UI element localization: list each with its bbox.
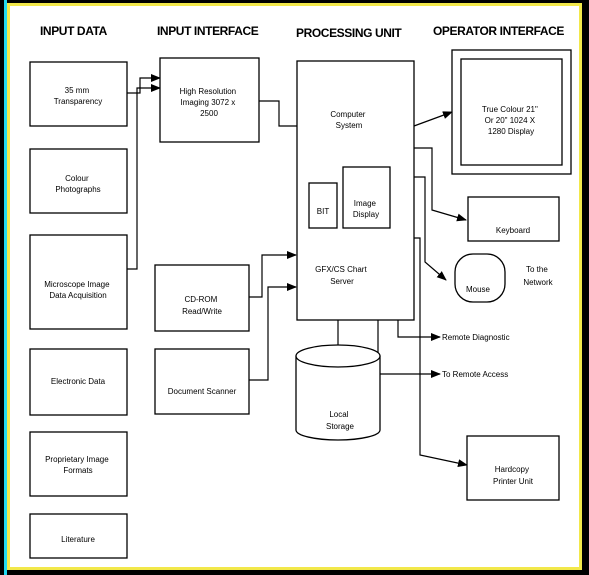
box-literature	[29, 513, 128, 559]
label-gfx-server: GFX/CS Chart Server	[315, 265, 369, 286]
line-cdrom-to-processing	[249, 251, 297, 298]
storage-cylinder-top	[295, 344, 381, 368]
label-cdrom: CD-ROM Read/Write	[182, 295, 222, 316]
input-data-column: 35 mm Transparency Colour Photographs Mi…	[29, 61, 128, 559]
label-microscope-image: Microscope Image Data Acquisition	[44, 280, 112, 300]
label-remote-access: To Remote Access	[442, 370, 508, 379]
line-to-remote-access	[377, 320, 441, 378]
label-bit: BIT	[317, 207, 330, 216]
box-cdrom	[154, 264, 250, 332]
operator-interface-column: True Colour 21" Or 20" 1024 X 1280 Displ…	[442, 49, 572, 501]
label-proprietary-formats: Proprietary Image Formats	[45, 455, 111, 475]
label-document-scanner: Document Scanner	[168, 387, 237, 396]
header-input-data: INPUT DATA	[40, 24, 108, 38]
box-keyboard	[467, 196, 560, 242]
box-high-resolution-imaging	[159, 57, 260, 143]
line-scanner-to-processing	[249, 283, 297, 381]
box-printer	[466, 435, 560, 501]
label-electronic-data: Electronic Data	[51, 377, 106, 386]
label-remote-diagnostic: Remote Diagnostic	[442, 333, 510, 342]
label-image-display: Image Display	[353, 199, 379, 219]
label-local-storage: Local Storage	[326, 410, 355, 431]
label-high-resolution-imaging: High Resolution Imaging 3072 x 2500	[180, 87, 239, 118]
line-to-monitor	[413, 111, 453, 127]
label-35mm-transparency: 35 mm Transparency	[54, 86, 103, 106]
processing-unit-column: Computer System BIT Image Display GFX/CS…	[295, 60, 415, 441]
line-to-keyboard	[414, 147, 467, 222]
box-document-scanner	[154, 348, 250, 415]
line-slide-to-imaging	[127, 74, 161, 94]
box-35mm-transparency	[29, 61, 128, 127]
line-to-remote-diagnostic	[397, 320, 441, 341]
box-mouse	[454, 253, 506, 303]
box-image-display	[342, 166, 391, 229]
box-monitor-screen	[460, 58, 563, 166]
label-literature: Literature	[61, 535, 95, 544]
line-microscope-to-imaging	[127, 84, 161, 270]
header-processing-unit: PROCESSING UNIT	[296, 26, 402, 40]
label-keyboard: Keyboard	[496, 226, 530, 235]
label-monitor: True Colour 21" Or 20" 1024 X 1280 Displ…	[482, 105, 540, 136]
box-electronic-data	[29, 348, 128, 416]
input-interface-column: High Resolution Imaging 3072 x 2500 CD-R…	[154, 57, 260, 415]
box-bit	[308, 182, 338, 229]
label-printer: Hardcopy Printer Unit	[493, 465, 534, 486]
left-edge-stripe	[4, 0, 7, 575]
storage-cylinder-body	[295, 356, 381, 441]
header-input-interface: INPUT INTERFACE	[157, 24, 259, 38]
label-mouse: Mouse	[466, 285, 491, 294]
header-operator-interface: OPERATOR INTERFACE	[433, 24, 564, 38]
label-to-the-network: To the Network	[523, 265, 553, 287]
box-colour-photographs	[29, 148, 128, 214]
label-computer-system: Computer System	[330, 110, 367, 130]
label-colour-photographs: Colour Photographs	[55, 174, 100, 194]
line-imaging-to-computer	[259, 100, 297, 127]
box-microscope-image	[29, 234, 128, 330]
line-to-mouse	[414, 176, 447, 281]
box-proprietary-formats	[29, 431, 128, 497]
line-to-printer	[414, 237, 468, 468]
